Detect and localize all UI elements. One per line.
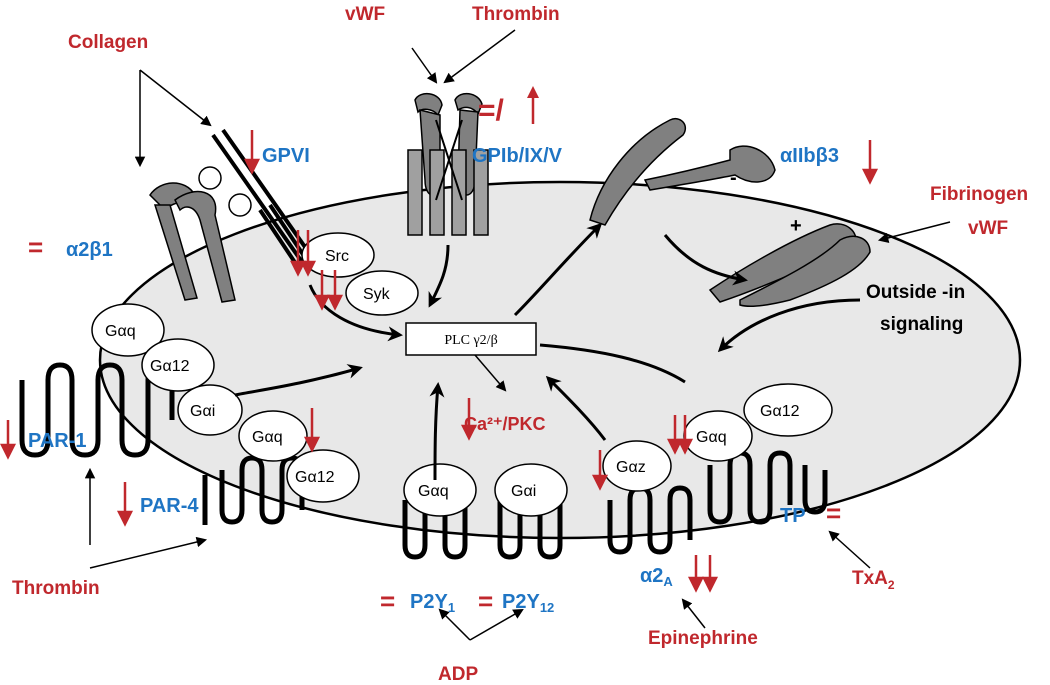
ga12-par1-label: Gα12	[150, 358, 190, 375]
tp-plc-line	[539, 343, 686, 384]
tp-label: TP	[780, 505, 806, 527]
syk-label: Syk	[363, 286, 391, 303]
a2a-label: α2A	[640, 565, 673, 589]
outside-in-label-2: signaling	[880, 314, 963, 335]
fibrinogen-arrow	[877, 221, 951, 243]
a2b1-equal-marker: =	[28, 232, 43, 262]
gpib-label: GPIb/IX/V	[472, 145, 563, 167]
par1-label: PAR-1	[28, 430, 87, 452]
adp-label: ADP	[438, 664, 478, 685]
plc-ca-arrow	[474, 354, 507, 392]
p2y12-equal-marker: =	[478, 586, 493, 616]
vwf-top-label: vWF	[345, 4, 385, 25]
gaz-label: Gαz	[616, 459, 646, 476]
p2y1-plc-arrow	[429, 382, 445, 481]
inactive-minus-marker: -	[730, 167, 737, 189]
p2y12-label: P2Y12	[502, 591, 554, 615]
adp-p2y12-arrow	[469, 608, 524, 641]
gpib-equal-marker: =/	[478, 94, 505, 127]
p2y1-equal-marker: =	[380, 586, 395, 616]
src-label: Src	[325, 248, 349, 265]
activation-arrow	[663, 234, 748, 286]
thrombin-par4-arrow	[89, 536, 208, 569]
gaq-tp-label: Gαq	[696, 429, 727, 446]
tp-receptor	[707, 450, 828, 525]
par4-label: PAR-4	[140, 495, 199, 517]
a2b1-label: α2β1	[66, 239, 113, 261]
vwf-arrow	[411, 47, 438, 84]
thrombin-top-arrow	[443, 29, 516, 84]
outside-in-arrow	[717, 298, 861, 353]
epinephrine-arrow	[681, 598, 706, 629]
gai-p2y12-label: Gαi	[511, 483, 536, 500]
fibrinogen-label: Fibrinogen	[930, 184, 1028, 205]
vwf-right-label: vWF	[968, 218, 1008, 239]
ga12-par4-label: Gα12	[295, 469, 335, 486]
gpvi-plc-arrow	[308, 284, 403, 342]
par-plc-arrow	[234, 364, 363, 397]
collagen-label: Collagen	[68, 32, 148, 53]
plc-box	[405, 322, 537, 356]
ga12-tp-label: Gα12	[760, 403, 800, 420]
gaq-par1-label: Gαq	[105, 323, 136, 340]
collagen-arrow-2	[139, 69, 212, 127]
adp-p2y1-arrow	[438, 608, 471, 641]
tp-equal-marker: =	[826, 498, 841, 528]
aiibb3-inactive	[589, 118, 776, 226]
p2y1-label: P2Y1	[410, 591, 455, 615]
a2a-receptor	[607, 485, 693, 555]
par1-receptor	[19, 362, 175, 458]
thrombin-top-label: Thrombin	[472, 4, 560, 25]
active-plus-marker: +	[790, 215, 802, 237]
gaz-plc-arrow	[545, 375, 607, 441]
gai-par1-label: Gαi	[190, 403, 215, 420]
txa2-label: TxA2	[852, 568, 895, 592]
outside-in-label-1: Outside -in	[866, 282, 965, 303]
gpib-ix-v-receptor	[407, 92, 489, 236]
aiibb3-label: αIIbβ3	[780, 145, 839, 167]
epinephrine-label: Epinephrine	[648, 628, 758, 649]
thrombin-bottom-label: Thrombin	[12, 578, 100, 599]
txa2-arrow	[828, 530, 871, 569]
gpib-plc-arrow	[428, 244, 450, 308]
gaq-par4-label: Gαq	[252, 429, 283, 446]
a2b1-integrin	[149, 182, 236, 303]
gpvi-receptor	[198, 128, 314, 272]
ca-pkc-label: Ca²⁺/PKC	[464, 414, 546, 434]
plc-label: PLC γ2/β	[444, 333, 497, 348]
red-down-arrows	[0, 130, 879, 593]
gpib-up-arrow	[527, 86, 539, 124]
plc-aiib-arrow	[513, 222, 603, 317]
gaq-p2y1-label: Gαq	[418, 483, 449, 500]
gpvi-label: GPVI	[262, 145, 310, 167]
